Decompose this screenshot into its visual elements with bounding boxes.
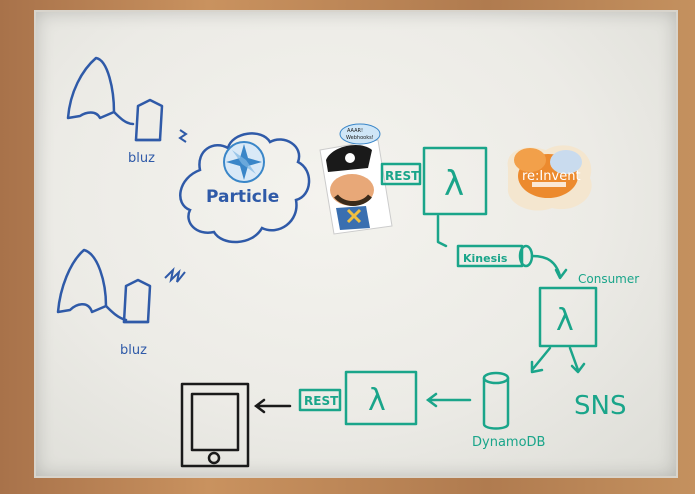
lambda-icon-top: λ [444, 164, 464, 204]
reinvent-sticker: re:Invent [507, 145, 592, 211]
device-label-bottom: bluz [120, 343, 147, 358]
kinesis-label: Kinesis [463, 252, 508, 265]
device-label-top: bluz [128, 151, 155, 166]
arrow-kinesis-to-consumer [530, 254, 568, 280]
device-top [66, 56, 164, 142]
rest-label-top: REST [385, 169, 420, 183]
consumer-label: Consumer [578, 272, 639, 286]
rest-box-top [380, 162, 422, 186]
arrow-dynamodb-to-lambda [425, 392, 472, 408]
particle-label: Particle [206, 187, 279, 207]
arrow-rest-to-tablet [253, 398, 292, 414]
rest-box-bottom [298, 388, 342, 412]
dynamodb-label: DynamoDB [472, 435, 545, 450]
lambda-box-bottom [344, 370, 418, 426]
tablet-icon [180, 382, 250, 468]
pirate-sticker: AAAR! Webhooks! [319, 123, 393, 235]
signal-squiggle-top [178, 129, 188, 143]
lambda-icon-bottom: λ [368, 383, 386, 418]
device-bottom [56, 248, 152, 324]
rest-label-bottom: REST [304, 394, 339, 408]
signal-squiggle-bottom [164, 266, 186, 284]
particle-cloud [179, 132, 311, 244]
svg-text:Webhooks!: Webhooks! [346, 135, 374, 141]
arrow-consumer-to-sns [568, 346, 586, 374]
lambda-icon-consumer: λ [556, 303, 574, 338]
whiteboard [34, 10, 678, 478]
dynamodb-cylinder-icon [482, 371, 510, 430]
lambda-box-top [422, 146, 488, 216]
reinvent-label: re:Invent [522, 169, 581, 184]
lambda-box-consumer [538, 286, 598, 348]
sns-label: SNS [574, 391, 626, 421]
particle-logo-icon [223, 141, 265, 183]
kinesis-box [456, 244, 524, 268]
arrow-consumer-to-dynamodb [530, 346, 552, 374]
arrow-lambda-to-kinesis [436, 214, 448, 248]
pirate-speech-text: AAAR! [347, 128, 363, 134]
